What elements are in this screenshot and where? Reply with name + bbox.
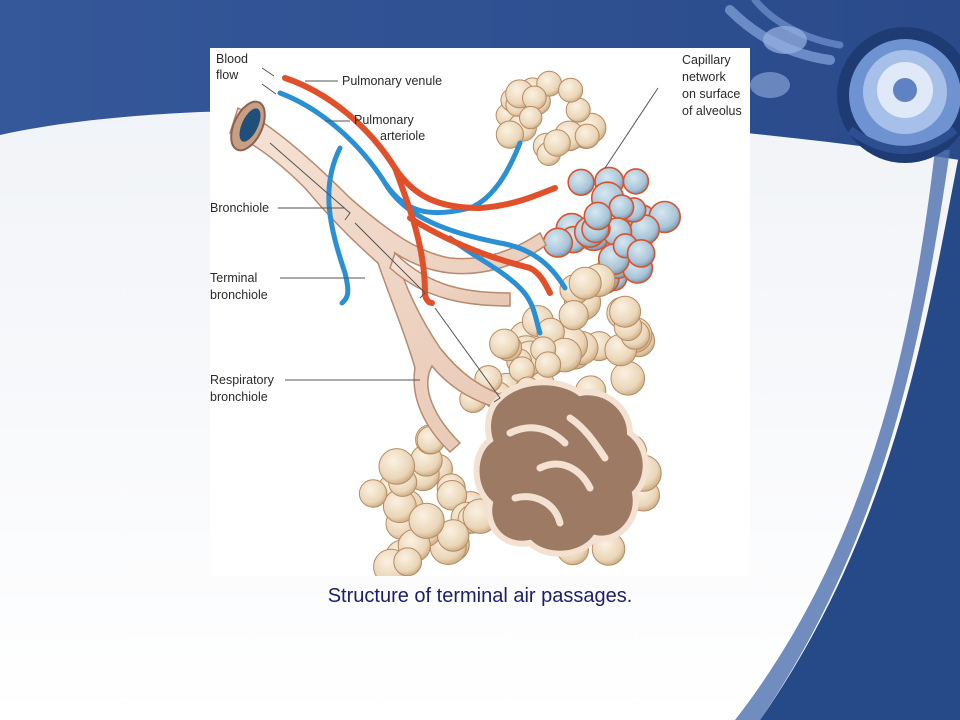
alveolus [610, 361, 646, 396]
alveolus [408, 502, 445, 539]
side-swoosh [760, 150, 960, 720]
alveolar-cluster [495, 70, 607, 167]
label-terminal-bronchiole: Terminal [210, 271, 257, 285]
label-capillary-network-4: of alveolus [682, 104, 742, 118]
terminal-air-passages-diagram: Blood flow Pulmonary venule Pulmonary ar… [210, 52, 742, 576]
diagram-labels: Blood flow Pulmonary venule Pulmonary ar… [210, 52, 742, 404]
alveolus [534, 351, 562, 378]
label-respiratory-bronchiole: Respiratory [210, 373, 275, 387]
label-pulmonary-arteriole-2: arteriole [380, 129, 425, 143]
label-blood-flow: Blood [216, 52, 248, 66]
alveolus [495, 120, 524, 149]
label-blood-flow-2: flow [216, 68, 239, 82]
alveolus [574, 123, 600, 149]
label-capillary-network-2: network [682, 70, 727, 84]
alveolus [622, 168, 650, 195]
label-bronchiole: Bronchiole [210, 201, 269, 215]
airway-tree [229, 106, 547, 454]
alveolus [568, 266, 602, 300]
label-pulmonary-arteriole: Pulmonary [354, 113, 414, 127]
alveolus [558, 300, 589, 331]
label-capillary-network: Capillary [682, 53, 731, 67]
pulmonary-venules [282, 75, 558, 306]
stethoscope-icon [725, 0, 960, 163]
alveolus [358, 479, 388, 508]
alveolus-cross-section [473, 379, 649, 557]
figure-caption: Structure of terminal air passages. [327, 585, 633, 607]
alveolus [436, 480, 468, 511]
alveolus [437, 519, 470, 552]
alveolus [583, 201, 613, 231]
alveolus [519, 105, 543, 130]
alveolus [543, 129, 571, 157]
alveolus [393, 547, 423, 576]
alveolus [558, 77, 584, 103]
label-respiratory-bronchiole-2: bronchiole [210, 390, 268, 404]
alveolus [542, 227, 574, 258]
alveolus [378, 448, 416, 485]
label-terminal-bronchiole-2: bronchiole [210, 288, 268, 302]
alveolus [626, 238, 656, 268]
alveolus [567, 168, 595, 197]
alveolus [489, 328, 520, 360]
leader-lines [261, 67, 659, 381]
figure-panel: Blood flow Pulmonary venule Pulmonary ar… [210, 48, 750, 576]
label-capillary-network-3: on surface [682, 87, 740, 101]
alveolus [608, 194, 635, 221]
label-pulmonary-venule: Pulmonary venule [342, 74, 442, 88]
alveolus [522, 85, 547, 111]
alveolar-cluster [358, 444, 498, 576]
alveolus [609, 295, 642, 328]
alveolar-cluster [507, 263, 656, 407]
